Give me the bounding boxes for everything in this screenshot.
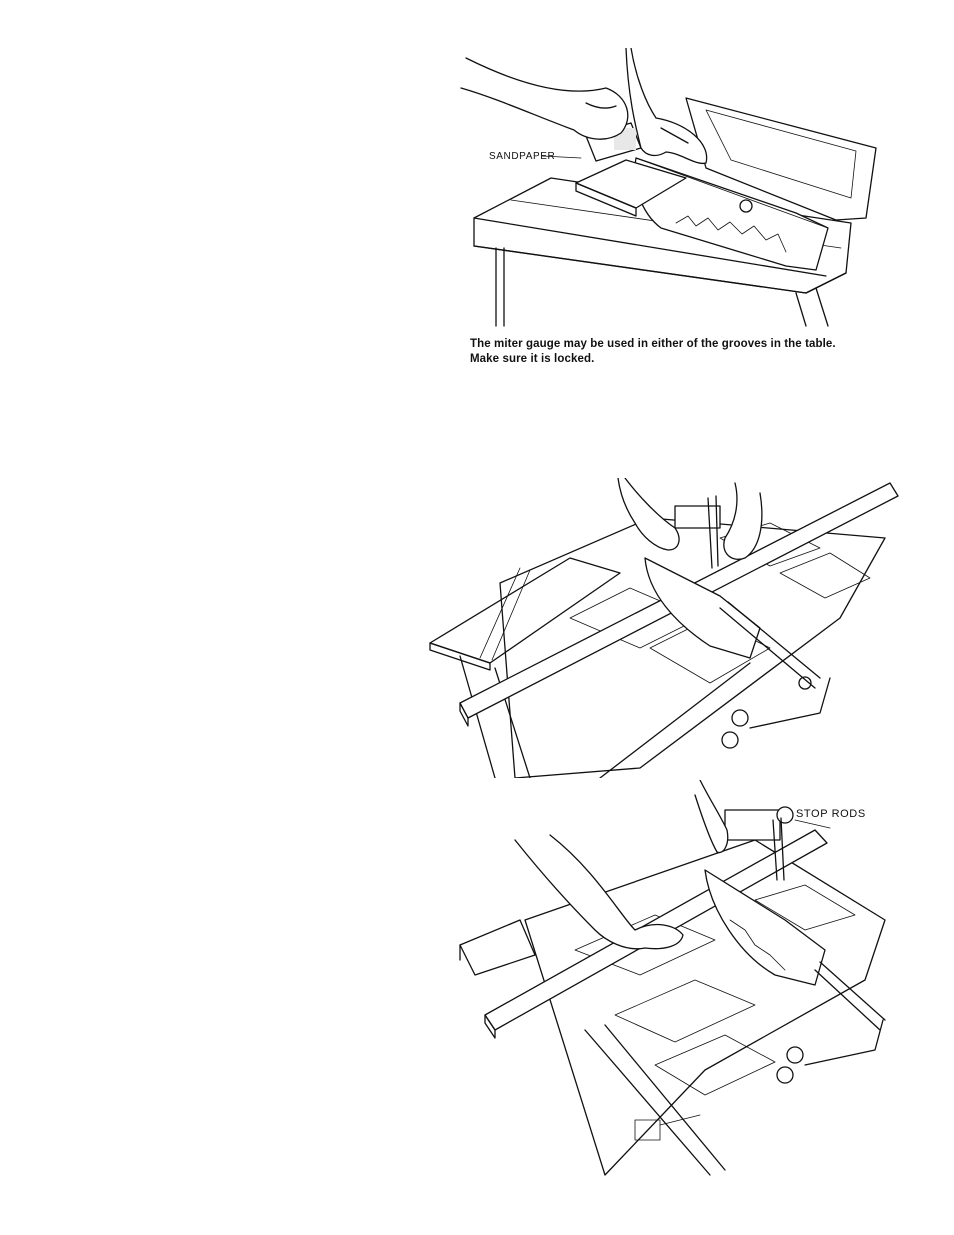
table-saw-sanding-illustration [456, 48, 882, 328]
figure-caption: The miter gauge may be used in either of… [470, 337, 860, 367]
stop-rods-illustration [455, 780, 890, 1180]
sandpaper-label: SANDPAPER [489, 151, 555, 162]
miter-cut-illustration [420, 478, 900, 778]
stop-rods-label: STOP RODS [796, 808, 866, 820]
